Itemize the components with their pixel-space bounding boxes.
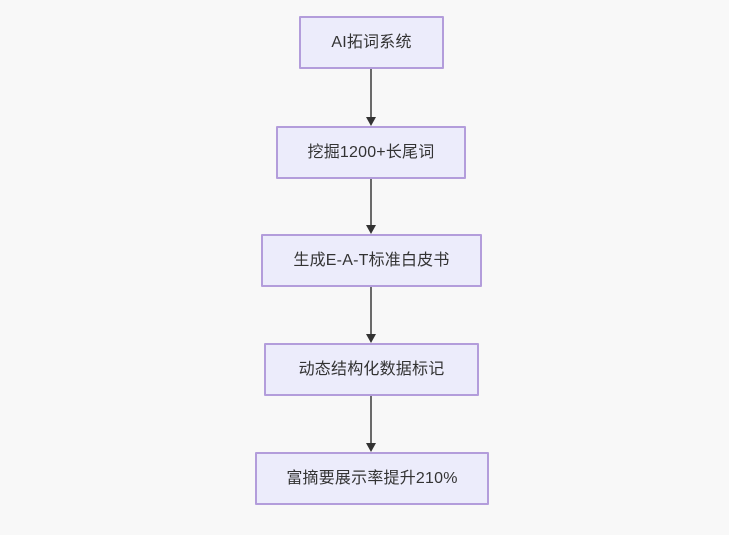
flow-node-label: 动态结构化数据标记 [298,360,445,378]
arrow-down-icon [366,117,376,126]
flow-node-mine-longtail-keywords[interactable]: 挖掘1200+长尾词 [276,126,466,179]
arrow-down-icon [366,225,376,234]
flow-node-ai-keyword-system[interactable]: AI拓词系统 [299,16,444,69]
arrow-down-icon [366,443,376,452]
flow-node-dynamic-structured-data-markup[interactable]: 动态结构化数据标记 [264,343,479,396]
flow-node-label: 生成E-A-T标准白皮书 [293,251,450,269]
flow-edge-3 [370,287,372,334]
flow-edge-1 [370,69,372,117]
arrow-down-icon [366,334,376,343]
flow-node-rich-snippet-rate-increase[interactable]: 富摘要展示率提升210% [255,452,489,505]
flow-node-label: AI拓词系统 [331,33,412,51]
flow-edge-4 [370,396,372,443]
flow-edge-2 [370,179,372,225]
flow-node-generate-eat-whitepaper[interactable]: 生成E-A-T标准白皮书 [261,234,482,287]
flow-node-label: 挖掘1200+长尾词 [307,143,435,161]
flow-node-label: 富摘要展示率提升210% [286,469,458,487]
